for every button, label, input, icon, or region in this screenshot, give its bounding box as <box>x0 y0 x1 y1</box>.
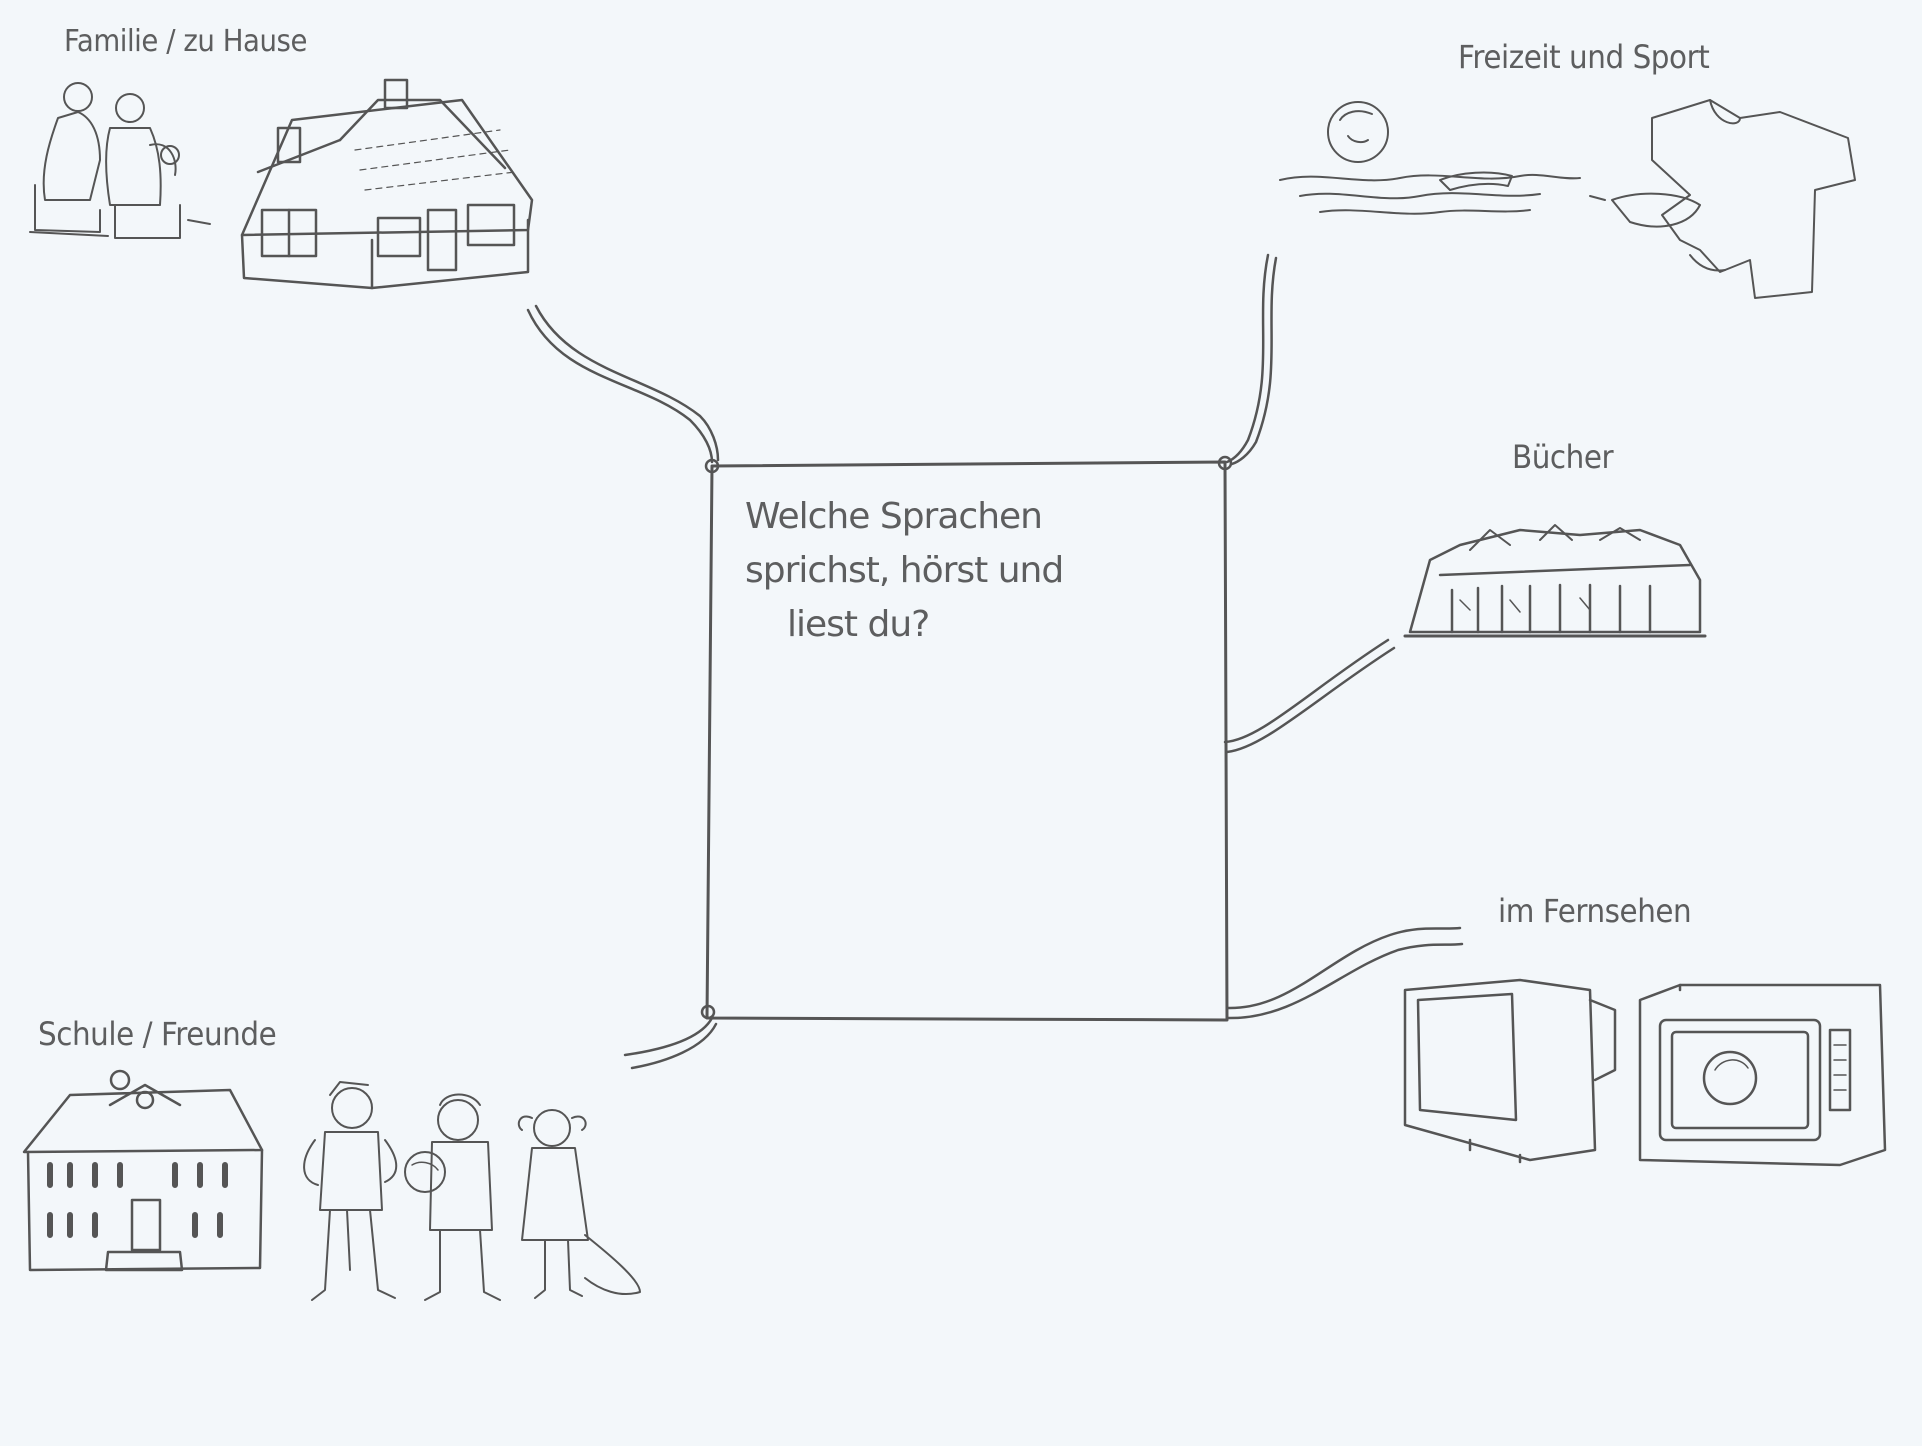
connector-family <box>528 306 718 462</box>
tshirt-icon <box>1590 100 1855 298</box>
swimmer-icon <box>1280 102 1580 214</box>
connector-sport <box>1227 255 1276 464</box>
family-people-icon <box>30 83 210 238</box>
books-icon <box>1405 525 1705 636</box>
label-books: Bücher <box>1512 438 1613 476</box>
connector-books <box>1225 640 1394 752</box>
central-question: Welche Sprachen sprichst, hörst und lies… <box>745 490 1165 652</box>
question-line-3: liest du? <box>745 598 1165 652</box>
microwave-icon <box>1640 985 1885 1165</box>
house-icon <box>242 80 532 288</box>
connector-tv <box>1227 928 1462 1018</box>
connector-school <box>625 1018 716 1068</box>
children-icon <box>304 1082 640 1300</box>
label-tv: im Fernsehen <box>1498 892 1691 930</box>
question-line-2: sprichst, hörst und <box>745 544 1165 598</box>
school-building-icon <box>24 1071 262 1270</box>
tv-icon <box>1405 980 1615 1162</box>
label-sport: Freizeit und Sport <box>1458 38 1709 76</box>
label-family: Familie / zu Hause <box>64 24 307 59</box>
label-school: Schule / Freunde <box>38 1015 276 1053</box>
question-line-1: Welche Sprachen <box>745 490 1165 544</box>
